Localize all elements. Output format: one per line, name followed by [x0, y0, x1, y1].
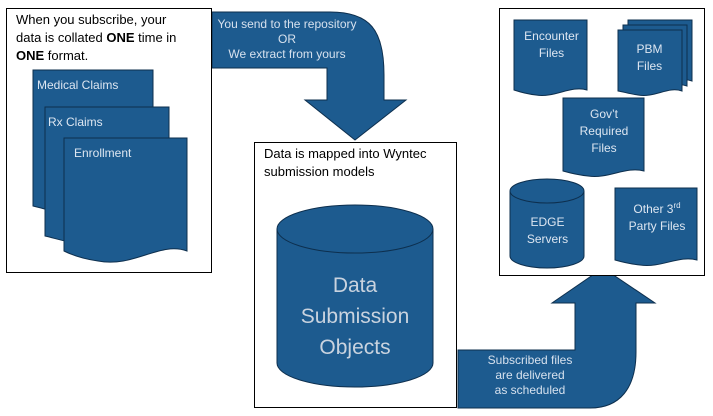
- subscribe-line-2-bold: ONE: [106, 30, 135, 45]
- other-line-2: Party Files: [628, 219, 686, 233]
- subscribe-line-3-bold: ONE: [16, 48, 45, 63]
- input-documents: [32, 69, 188, 263]
- mapping-title-line-1: Data is mapped into Wyntec: [264, 146, 427, 161]
- edge-line-1: EDGE: [530, 215, 565, 229]
- encounter-line-2: Files: [538, 46, 565, 60]
- pbm-line-1: PBM: [636, 42, 663, 56]
- top-arrow-label: You send to the repository OR We extract…: [212, 17, 362, 62]
- cylinder-line-1: Data: [332, 274, 378, 297]
- bottom-arrow-line-1: Subscribed files: [487, 353, 573, 367]
- subscribe-line-2: data is collated ONE time in: [16, 29, 211, 47]
- subscribe-line-2-post: time in: [134, 30, 177, 45]
- subscribe-box: When you subscribe, your data is collate…: [6, 8, 212, 273]
- govt-files-label: Gov’t Required Files: [563, 106, 645, 157]
- mapping-title: Data is mapped into Wyntec submission mo…: [264, 145, 454, 181]
- data-submission-cylinder: [276, 229, 434, 388]
- outputs-box: Encounter Files PBM Files Gov’t Required…: [499, 8, 705, 276]
- cylinder-top: [276, 204, 434, 254]
- edge-line-2: Servers: [526, 232, 569, 246]
- cylinder-line-2: Submission: [300, 305, 410, 328]
- top-arrow-line-2: OR: [278, 32, 296, 46]
- other-line-1-pre: Other 3: [633, 202, 674, 216]
- edge-servers-label: EDGE Servers: [510, 214, 585, 248]
- output-shapes: [509, 19, 698, 269]
- cylinder-graphic: [276, 204, 434, 388]
- pbm-line-2: Files: [636, 59, 663, 73]
- bottom-arrow-label: Subscribed files are delivered as schedu…: [470, 353, 590, 398]
- edge-servers-cylinder-top: [509, 178, 585, 204]
- top-arrow-line-3: We extract from yours: [228, 47, 346, 61]
- govt-files-document: [562, 97, 645, 177]
- top-arrow-line-1: You send to the repository: [217, 17, 357, 31]
- pbm-files-document: [617, 29, 683, 96]
- medical-claims-label: Medical Claims: [37, 78, 119, 92]
- subscribe-line-1: When you subscribe, your: [16, 12, 167, 27]
- subscribe-line-3: ONE format.: [16, 47, 211, 65]
- encounter-line-1: Encounter: [524, 29, 579, 43]
- other-party-files-document: [614, 187, 698, 266]
- govt-line-3: Files: [591, 141, 617, 155]
- govt-line-2: Required: [579, 124, 629, 138]
- subscribe-text: When you subscribe, your data is collate…: [16, 11, 211, 65]
- mapping-box: Data is mapped into Wyntec submission mo…: [254, 142, 457, 408]
- govt-line-1: Gov’t: [589, 107, 618, 121]
- encounter-files-label: Encounter Files: [514, 28, 589, 62]
- top-bent-arrow: [211, 11, 408, 141]
- pbm-files-label: PBM Files: [617, 41, 682, 75]
- bottom-arrow-line-2: are delivered: [495, 368, 565, 382]
- bottom-bent-arrow: [457, 267, 657, 409]
- rx-claims-label: Rx Claims: [48, 115, 103, 129]
- other-party-files-label: Other 3rd Party Files: [615, 197, 699, 235]
- edge-servers-cylinder: [509, 191, 585, 269]
- cylinder-line-3: Objects: [319, 336, 391, 359]
- mapping-title-line-2: submission models: [264, 164, 375, 179]
- encounter-files-document: [513, 19, 588, 96]
- subscribe-line-3-post: format.: [44, 48, 89, 63]
- cylinder-label: Data Submission Objects: [275, 270, 435, 363]
- subscribe-line-2-pre: data is collated: [16, 30, 107, 45]
- enrollment-label: Enrollment: [74, 146, 132, 160]
- other-line-1: Other 3rd: [615, 197, 699, 218]
- bottom-arrow-line-3: as scheduled: [494, 383, 566, 397]
- enrollment-document: [63, 137, 188, 263]
- other-line-1-sup: rd: [673, 201, 681, 210]
